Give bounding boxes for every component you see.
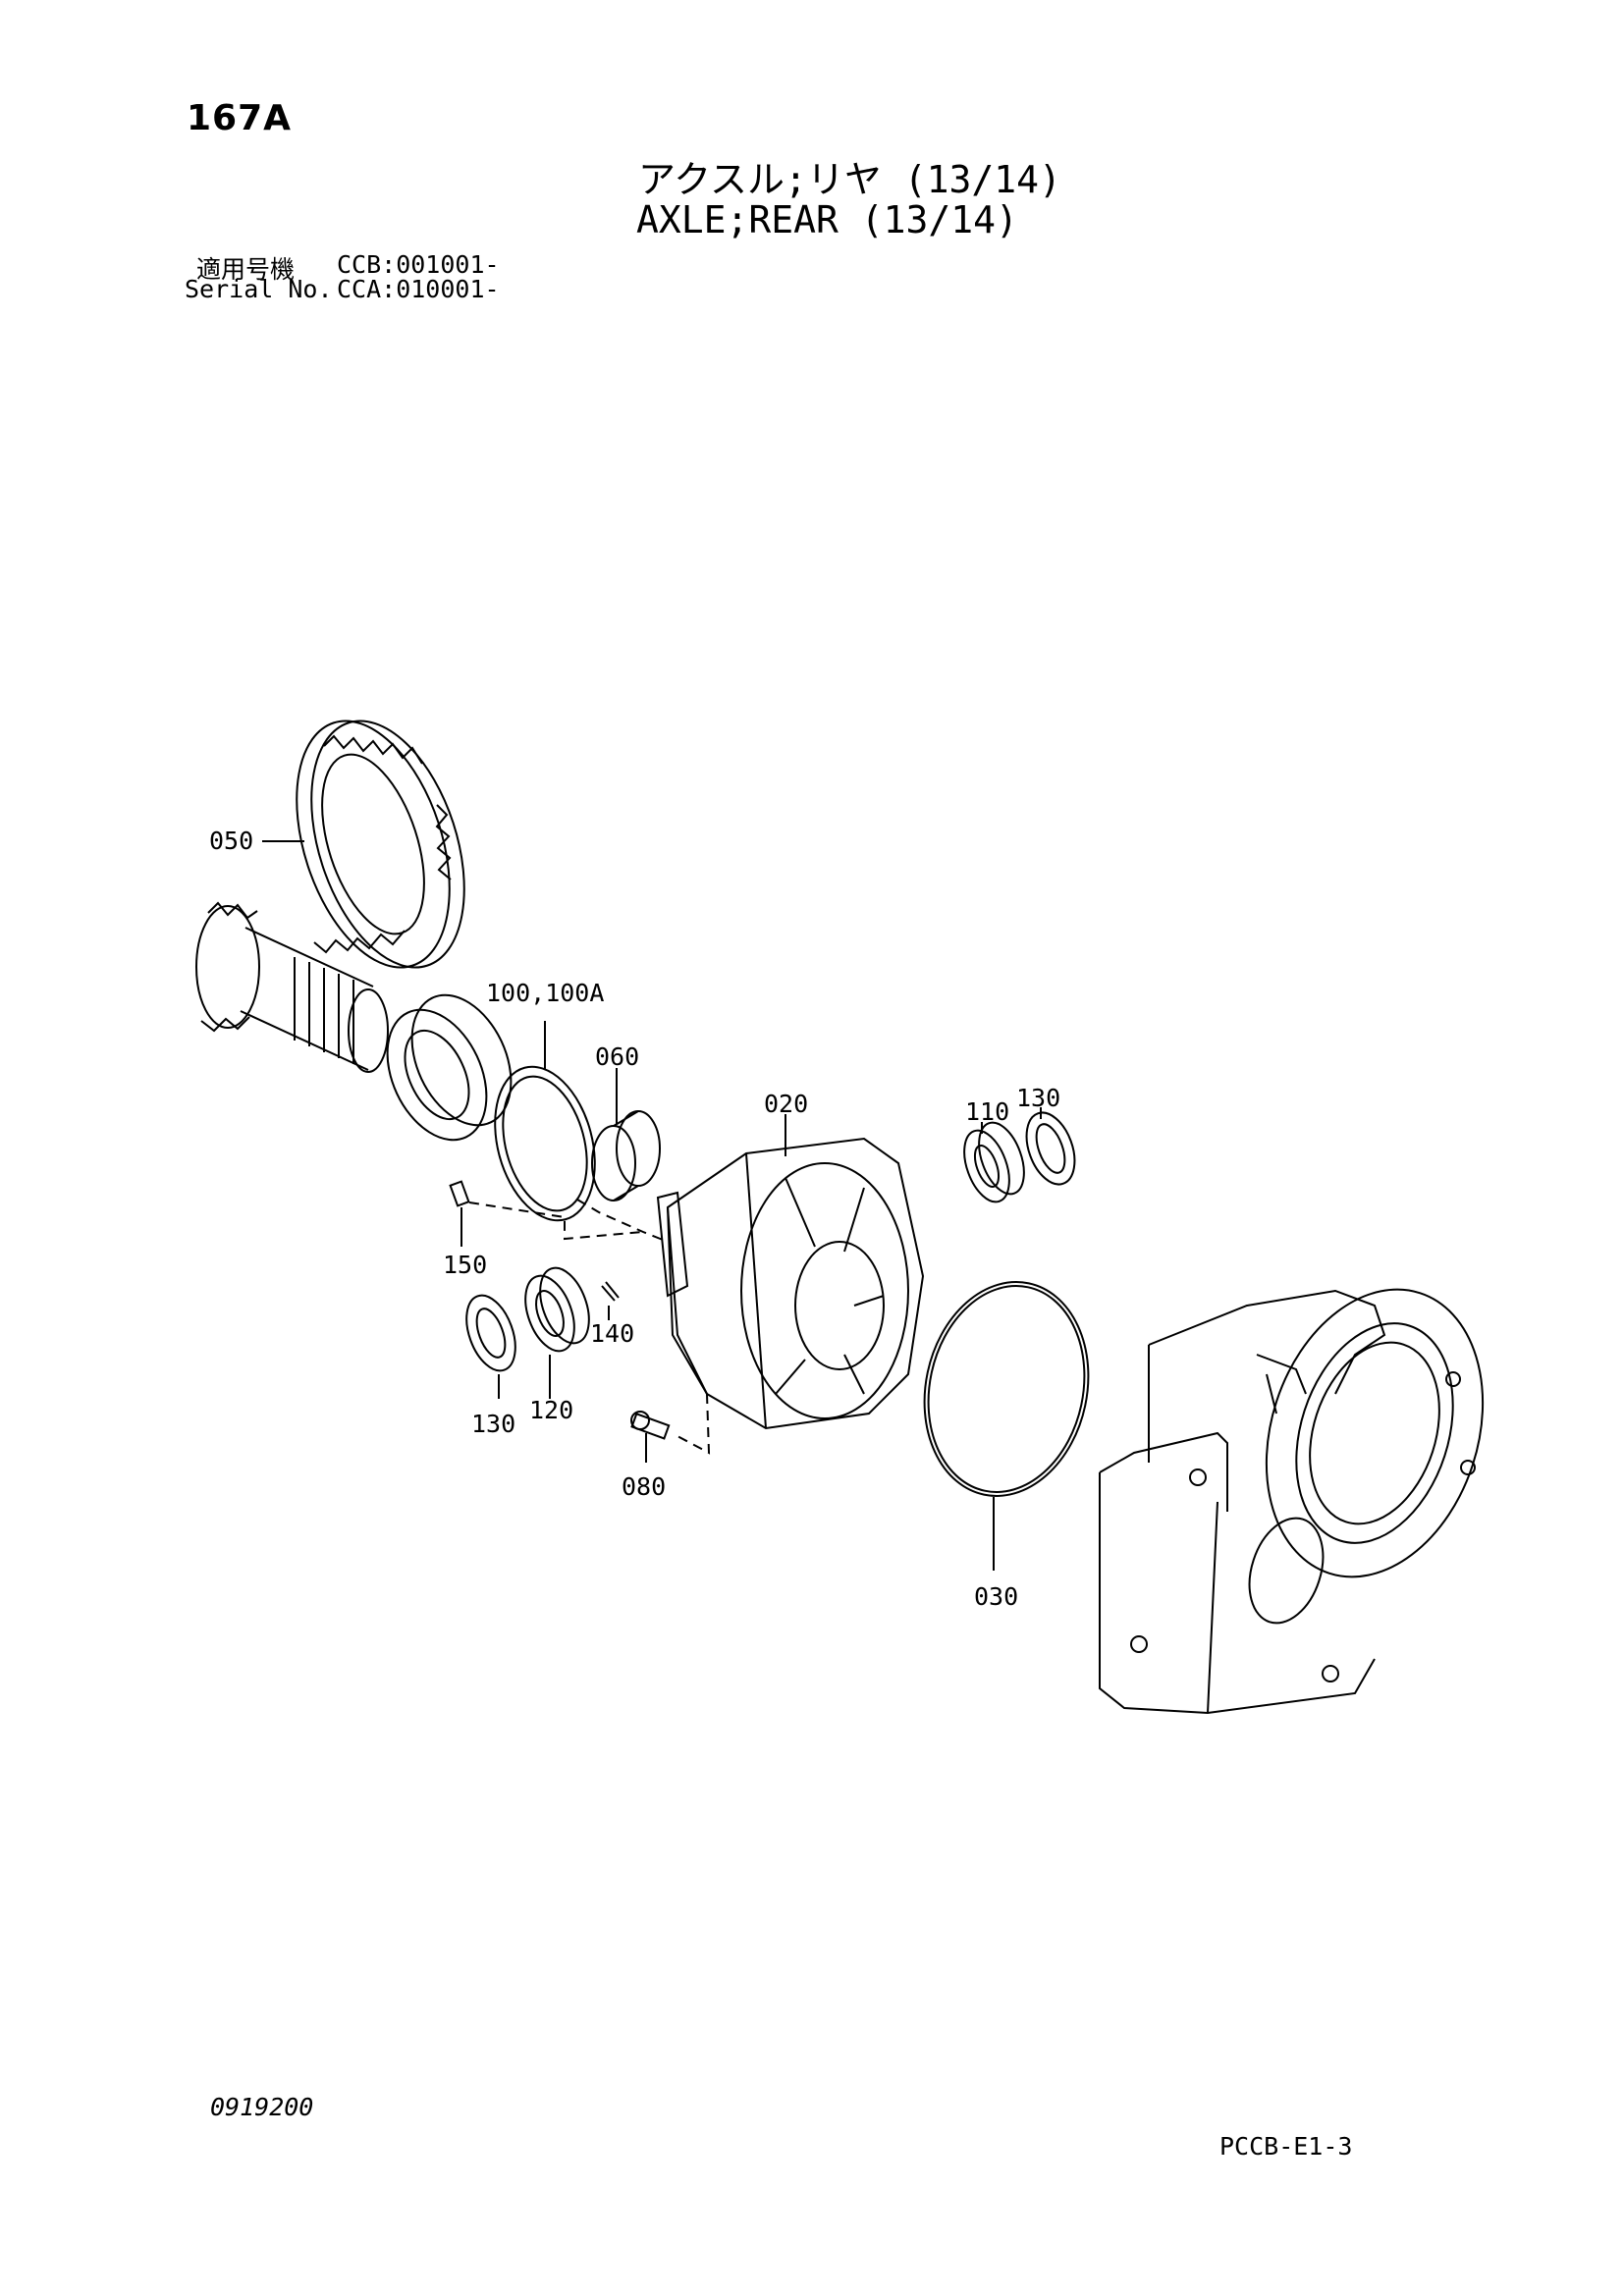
callout-110: 110 bbox=[965, 1097, 1010, 1126]
pin-140 bbox=[601, 1281, 620, 1302]
bolt-080 bbox=[630, 1411, 671, 1440]
callout-060: 060 bbox=[595, 1042, 640, 1071]
lock-nut-130-upper bbox=[1025, 1111, 1076, 1186]
callout-150: 150 bbox=[443, 1251, 488, 1279]
bearing-cup-060 bbox=[591, 1110, 661, 1201]
callout-140: 140 bbox=[590, 1319, 635, 1348]
serial-value-ccb: CCB:001001- bbox=[337, 250, 500, 279]
serial-label-english: Serial No. bbox=[185, 275, 333, 303]
bearing-120 bbox=[524, 1266, 590, 1353]
page-code: PCCB-E1-3 bbox=[1219, 2132, 1353, 2161]
callout-080: 080 bbox=[622, 1472, 667, 1501]
title-japanese: アクスル;リヤ (13/14) bbox=[638, 158, 1061, 201]
bearing-cone-100 bbox=[386, 993, 513, 1142]
serial-value-cca: CCA:010001- bbox=[337, 275, 500, 303]
leader-lines bbox=[262, 840, 1042, 1571]
carrier-housing-020 bbox=[656, 1137, 925, 1430]
bearing-110 bbox=[963, 1121, 1025, 1203]
callout-100-100a: 100,100A bbox=[486, 979, 605, 1007]
lock-nut-130-lower bbox=[465, 1294, 516, 1372]
shim-ring-100 bbox=[494, 1065, 596, 1222]
serial-label-japanese: 適用号機 bbox=[196, 255, 296, 284]
callout-050: 050 bbox=[209, 827, 254, 855]
callout-030: 030 bbox=[974, 1582, 1019, 1611]
assembly-lines bbox=[468, 1199, 711, 1455]
ring-gear-050 bbox=[296, 720, 465, 969]
title-english: AXLE;REAR (13/14) bbox=[636, 198, 1018, 241]
page-number: 167A bbox=[187, 98, 293, 138]
callout-020: 020 bbox=[764, 1090, 809, 1118]
callout-130-lower: 130 bbox=[471, 1410, 516, 1438]
document-code: 0919200 bbox=[210, 2093, 314, 2121]
axle-housing bbox=[1099, 1288, 1485, 1715]
pin-150 bbox=[449, 1180, 470, 1207]
o-ring-030 bbox=[923, 1281, 1090, 1497]
callout-130-upper: 130 bbox=[1016, 1084, 1061, 1112]
callout-120: 120 bbox=[529, 1396, 574, 1424]
pinion-shaft-050 bbox=[195, 901, 389, 1073]
